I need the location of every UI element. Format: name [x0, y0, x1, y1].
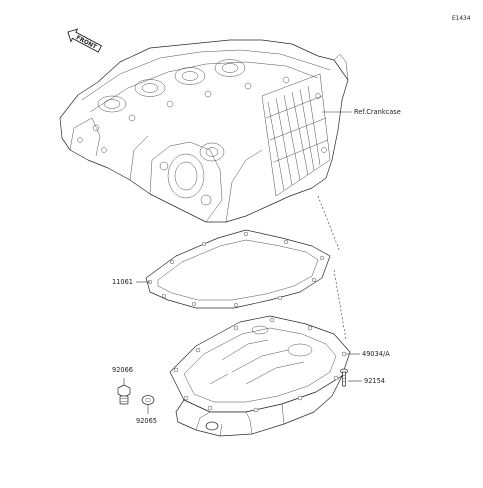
callout-crankcase: Ref.Crankcase	[354, 108, 401, 116]
diagram-code: E1434	[452, 16, 471, 22]
callout-washer: 92065	[136, 417, 157, 425]
alignment-line-2	[333, 269, 347, 341]
front-arrow-icon: FRONT	[67, 28, 103, 53]
callout-gasket: 11061	[112, 278, 133, 286]
drain-plug-drawing	[117, 384, 131, 405]
alignment-line-1	[317, 195, 341, 253]
washer-drawing	[141, 395, 155, 405]
callout-bolt-set: 49034/A	[362, 350, 390, 358]
callout-bolt: 92154	[364, 377, 385, 385]
gasket-drawing	[145, 229, 331, 309]
crankcase-drawing	[59, 39, 349, 223]
bolt-drawing	[340, 368, 348, 387]
oil-pan-drawing	[169, 315, 351, 437]
callout-drain-plug: 92066	[112, 366, 133, 374]
